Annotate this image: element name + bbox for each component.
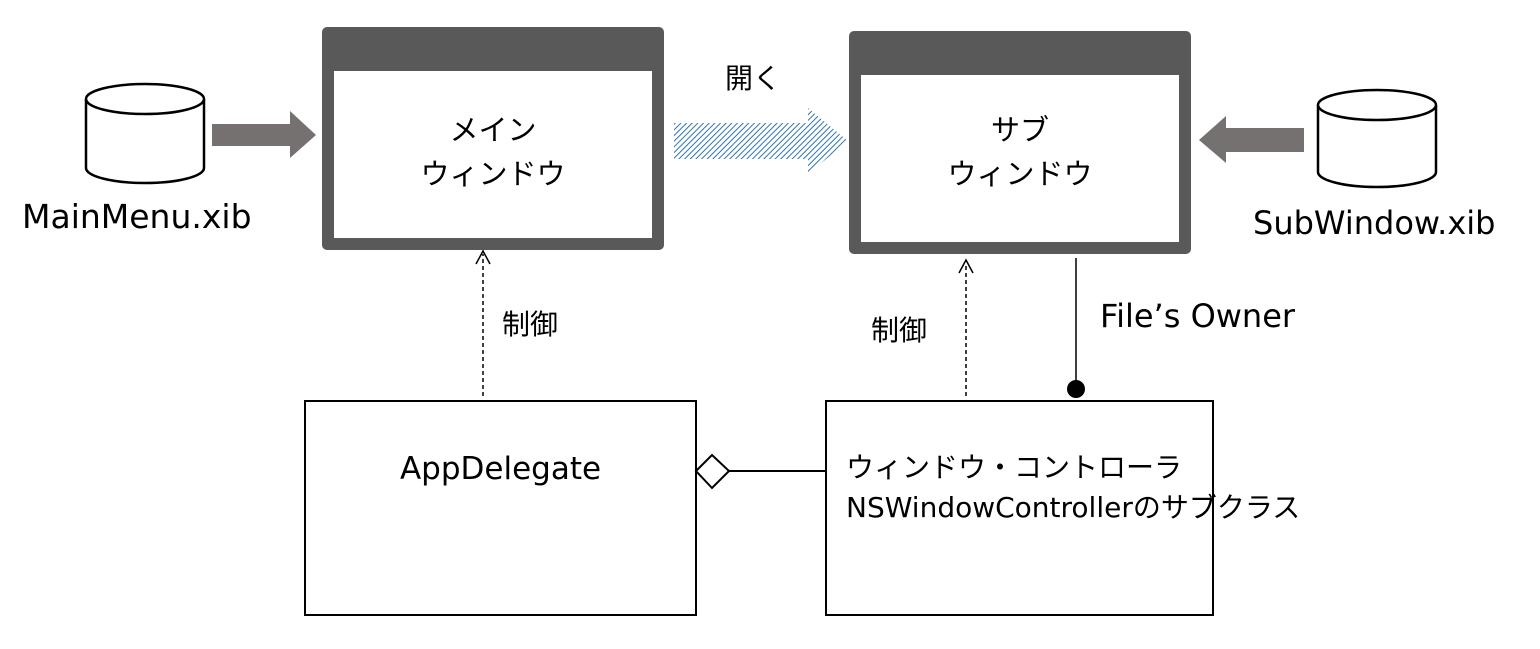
main-window (322, 27, 664, 250)
main-window-title: メイン ウィンドウ (334, 108, 652, 196)
app-delegate-label: AppDelegate (399, 451, 602, 487)
window-controller-box (825, 400, 1214, 616)
control-arrow-main (475, 249, 491, 396)
aggregation-diamond-icon (694, 453, 731, 490)
open-arrow (674, 108, 848, 174)
sub-window (849, 31, 1191, 254)
open-label: 開く (725, 62, 782, 95)
files-owner-connector (1067, 258, 1085, 398)
main-window-content (334, 71, 652, 238)
sub-window-title: サブ ウィンドウ (861, 108, 1179, 196)
files-owner-label: File’s Owner (1100, 297, 1296, 335)
sub-window-title-line2: ウィンドウ (947, 157, 1093, 191)
load-arrow-sub (1199, 116, 1304, 163)
control-label-left: 制御 (502, 308, 559, 341)
sub-window-content (861, 75, 1179, 242)
app-delegate-box (304, 400, 697, 616)
main-window-title-line1: メイン (449, 113, 537, 147)
files-owner-dot (1067, 380, 1085, 398)
main-window-title-line2: ウィンドウ (420, 157, 566, 191)
control-label-right: 制御 (871, 314, 928, 347)
main-menu-file-label: MainMenu.xib (22, 197, 252, 236)
main-menu-xib-cylinder-icon (84, 82, 206, 185)
sub-window-file-label: SubWindow.xib (1253, 204, 1496, 242)
sub-window-xib-cylinder-icon (1316, 88, 1438, 189)
control-arrow-sub (958, 258, 974, 396)
load-arrow-main (212, 111, 316, 158)
aggregation-connector (694, 453, 826, 490)
window-controller-line2: NSWindowControllerのサブクラス (846, 491, 1301, 524)
sub-window-title-line1: サブ (990, 113, 1049, 147)
window-controller-line1: ウィンドウ・コントローラ (846, 451, 1183, 484)
